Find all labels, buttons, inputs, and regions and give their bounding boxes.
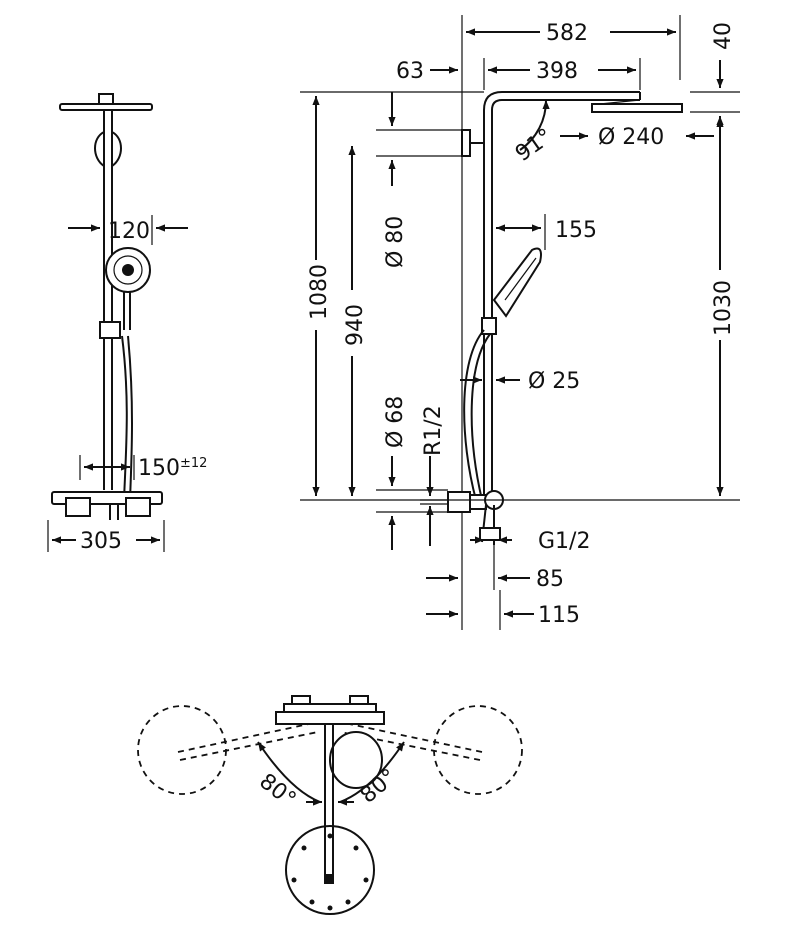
dim-head-height-top: 40: [711, 22, 736, 50]
dim-total-height: 1080: [307, 264, 332, 320]
dim-offset-wall: 63: [396, 59, 424, 84]
front-slider: [99, 321, 121, 339]
dim-head-width: 120: [108, 219, 150, 244]
swivel-circle-left: [137, 705, 227, 795]
dim-flange-diameter: Ø 68: [383, 396, 408, 448]
top-head: [285, 825, 375, 915]
side-head: [591, 103, 683, 113]
dim-height-to-head: 1030: [711, 280, 736, 336]
dim-mixer-depth-max: 115: [538, 603, 580, 628]
dim-head-diameter: Ø 240: [598, 125, 664, 150]
dim-mixer-depth-min: 85: [536, 567, 564, 592]
dim-arm-angle: 91°: [511, 124, 557, 167]
swivel-circle-right: [433, 705, 523, 795]
dim-swivel-angle-left: 80°: [254, 769, 300, 813]
dim-mixer-height: 150±12: [138, 456, 207, 481]
dim-arm-length: 398: [536, 59, 578, 84]
dim-pipe-diameter: Ø 80: [383, 216, 408, 268]
dim-rail-height: 940: [343, 304, 368, 346]
front-view: 120 150±12 305: [47, 93, 207, 554]
dim-mixer-width: 305: [80, 529, 122, 554]
dim-outlet-thread: G1/2: [538, 529, 590, 554]
dim-total-depth: 582: [546, 21, 588, 46]
dim-hand-shower-reach: 155: [555, 218, 597, 243]
dim-riser-diameter: Ø 25: [528, 369, 580, 394]
dim-connection-thread: R1/2: [421, 405, 446, 456]
top-view: 80° 80°: [137, 695, 523, 915]
side-view: 582 63 398 40 91° Ø 240 Ø 80 155: [300, 15, 740, 630]
top-mixer: [275, 711, 385, 725]
front-head-connector: [98, 93, 114, 105]
side-mixer: [447, 491, 471, 513]
